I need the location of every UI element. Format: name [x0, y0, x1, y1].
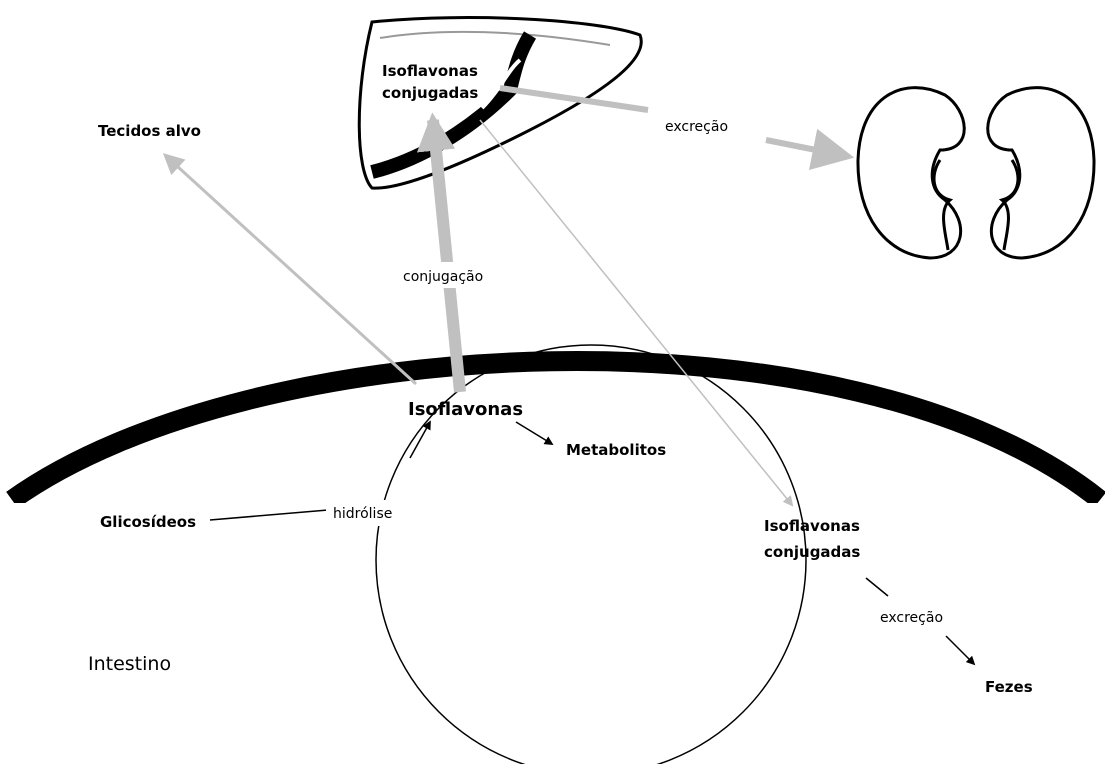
intestino-label: Intestino — [88, 653, 171, 675]
right-kidney-icon — [988, 88, 1094, 258]
arrow-to-tecidos-alvo — [166, 156, 416, 384]
fezes-label: Fezes — [985, 678, 1033, 696]
isoflavonas-center-label: Isoflavonas — [408, 399, 523, 420]
hidrolise-label: hidrólise — [333, 506, 392, 522]
left-kidney-icon — [858, 88, 964, 258]
arrow-excrecao-kidney-b — [766, 140, 846, 156]
liver-isoflavonas-label: Isoflavonas — [382, 62, 478, 80]
liver-conjugadas-label: conjugadas — [382, 84, 478, 102]
tecidos-alvo-label: Tecidos alvo — [98, 122, 201, 140]
excrecao-bottom-label: excreção — [880, 610, 943, 626]
iso-conj-right-label-1: Isoflavonas — [764, 517, 860, 535]
intestine-wall — [12, 361, 1100, 500]
iso-conj-right-label-2: conjugadas — [764, 543, 860, 561]
conjugacao-label: conjugação — [403, 269, 483, 285]
arrow-to-metabolitos — [516, 422, 552, 444]
excrecao-top-label: excreção — [665, 119, 728, 135]
glicosideos-label: Glicosídeos — [100, 513, 196, 531]
metabolitos-label: Metabolitos — [566, 441, 666, 459]
